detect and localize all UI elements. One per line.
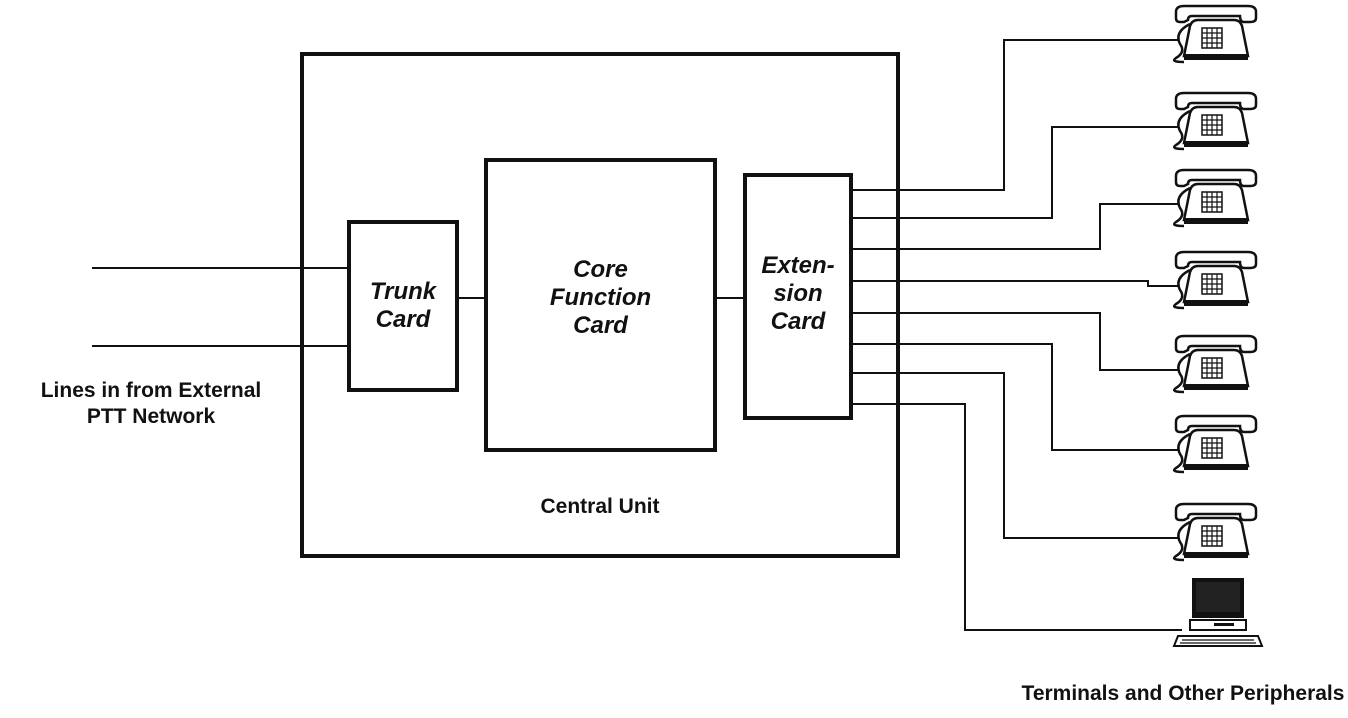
core-function-card-box bbox=[484, 158, 717, 452]
external-lines-label: Lines in from External PTT Network bbox=[0, 378, 302, 430]
central-unit-box bbox=[300, 52, 900, 558]
extension-line-1 bbox=[851, 39, 1178, 191]
core-function-card-label: Core Function Card bbox=[486, 160, 715, 450]
telephone-icon bbox=[1172, 414, 1258, 474]
central-unit-label: Central Unit bbox=[540, 495, 660, 518]
extension-card-label: Exten- sion Card bbox=[745, 175, 851, 418]
core-card-label-line3: Card bbox=[573, 312, 628, 339]
peripheral-icons bbox=[1172, 4, 1263, 647]
trunk-card-label-line2: Card bbox=[375, 306, 431, 333]
extension-line-4 bbox=[851, 280, 1178, 287]
extension-lines bbox=[851, 39, 1182, 631]
trunk-card-label-line1: Trunk bbox=[369, 278, 437, 305]
extension-card-label-line2: sion bbox=[773, 279, 823, 307]
computer-terminal-icon bbox=[1173, 577, 1263, 647]
telephone-icon bbox=[1172, 334, 1258, 394]
core-card-label-line2: Function bbox=[549, 284, 652, 311]
core-card-label-line1: Core bbox=[573, 256, 628, 283]
extension-line-5 bbox=[851, 312, 1178, 371]
external-lines-label-line2: PTT Network bbox=[86, 405, 216, 428]
extension-line-3 bbox=[851, 203, 1178, 250]
telephone-icon bbox=[1172, 91, 1258, 151]
external-lines-label-line1: Lines in from External bbox=[40, 379, 262, 402]
trunk-card-box bbox=[347, 220, 459, 392]
telephone-icon bbox=[1172, 250, 1258, 310]
peripherals-label: Terminals and Other Peripherals bbox=[1021, 682, 1345, 705]
extension-card-label-line1: Exten- bbox=[761, 251, 835, 279]
extension-card-box bbox=[743, 173, 853, 420]
extension-line-7 bbox=[851, 372, 1178, 539]
extension-card-label-line3: Card bbox=[770, 307, 826, 335]
telephone-icon bbox=[1172, 168, 1258, 228]
telephone-icon bbox=[1172, 502, 1258, 562]
extension-line-8 bbox=[851, 403, 1182, 631]
trunk-card-label: Trunk Card bbox=[349, 222, 457, 390]
telephone-icon bbox=[1172, 4, 1258, 64]
extension-line-6 bbox=[851, 343, 1178, 451]
extension-line-2 bbox=[851, 126, 1178, 219]
